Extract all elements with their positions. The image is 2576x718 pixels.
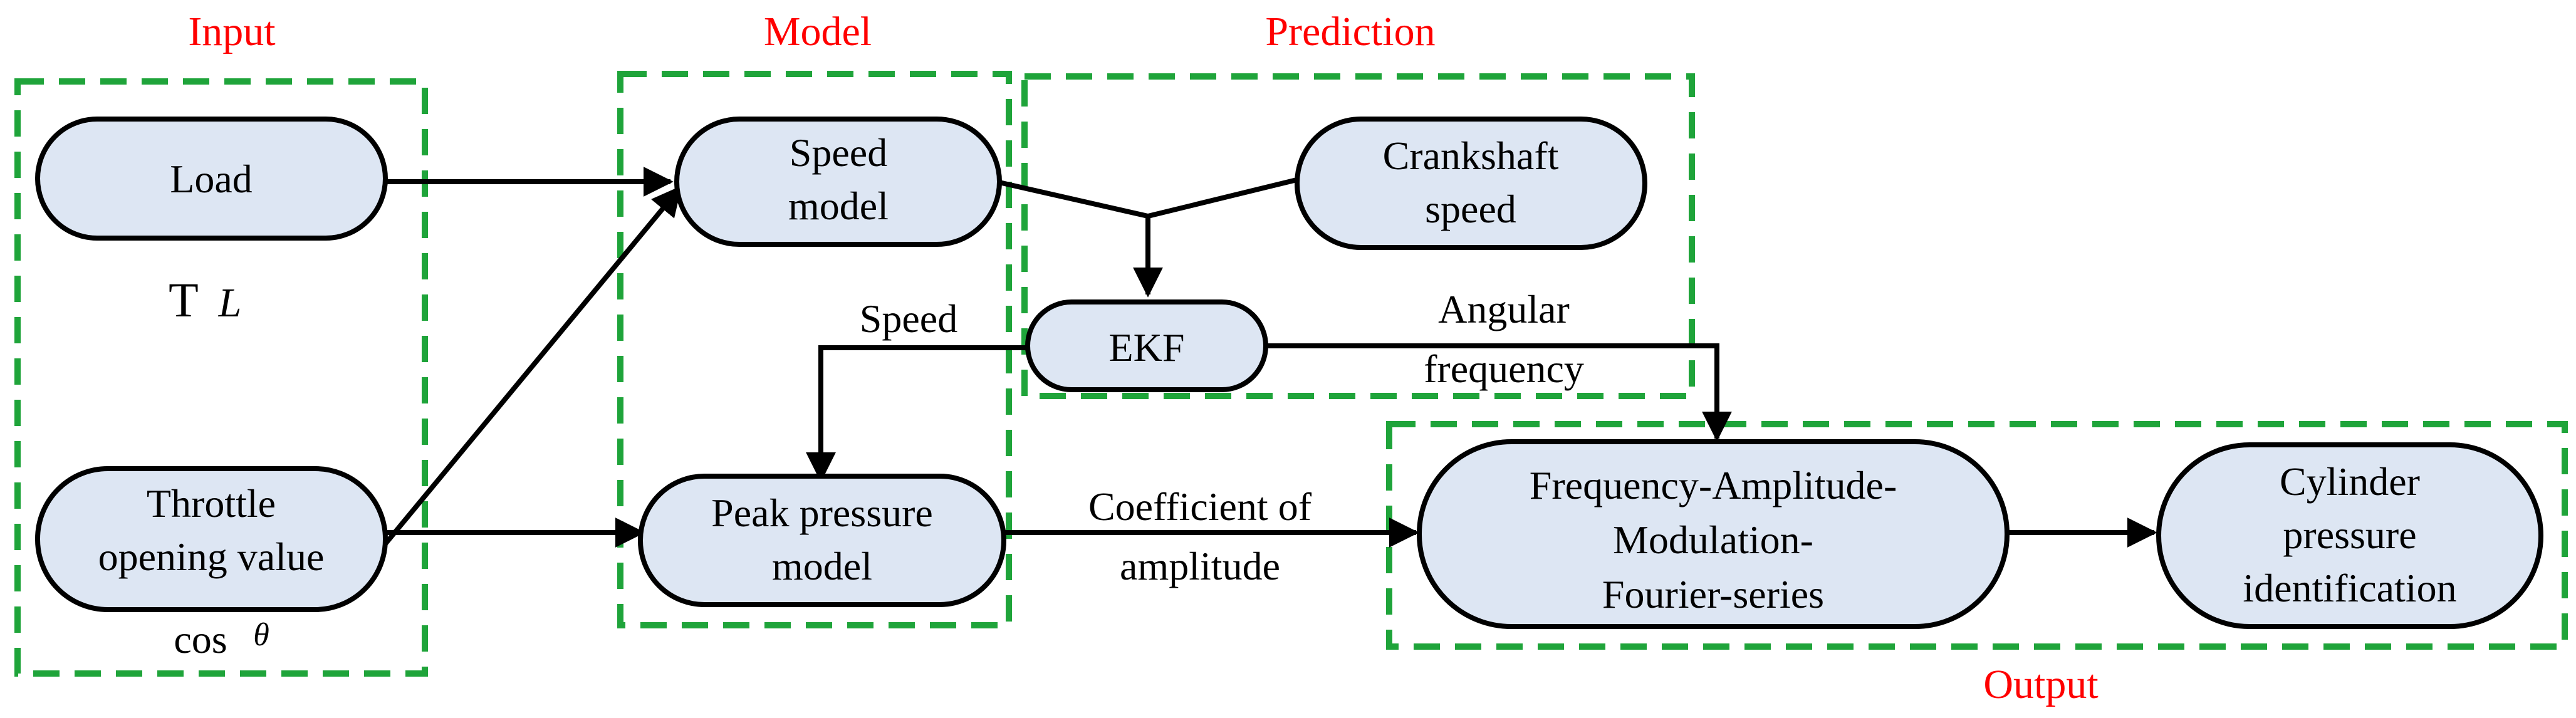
node-famf-box — [1417, 439, 2010, 629]
node-peak-pressure: Peak pressure model — [638, 474, 1006, 607]
group-output — [1386, 421, 2568, 650]
node-peak-pressure-line1: Peak pressure — [711, 491, 933, 535]
node-load-label: Load — [170, 157, 253, 201]
node-ekf: EKF — [1025, 299, 1268, 392]
node-ekf-label: EKF — [1109, 325, 1185, 370]
node-speed-model: Speed model — [674, 117, 1002, 247]
node-throttle-line1: Throttle — [147, 481, 276, 526]
edge-label-coefficient-line2: amplitude — [1120, 544, 1280, 588]
edge-label-coefficient-line1: Coefficient of — [1088, 484, 1312, 529]
node-throttle: Throttle opening value — [35, 466, 388, 612]
edge-speed-model-to-junction — [996, 179, 1149, 219]
node-speed-model-box — [674, 117, 1002, 247]
edge-crankshaft-to-junction — [1147, 174, 1310, 219]
section-title-prediction: Prediction — [1265, 9, 1435, 55]
node-famf: Frequency-Amplitude- Modulation- Fourier… — [1417, 439, 2010, 629]
node-famf-line1: Frequency-Amplitude- — [1530, 463, 1897, 507]
node-load: Load — [35, 117, 388, 241]
section-title-model: Model — [764, 9, 872, 55]
edge-throttle-to-speed-model — [383, 185, 682, 546]
node-throttle-box — [35, 466, 388, 612]
edge-ekf-to-peak-pressure — [806, 345, 1034, 482]
node-cylinder-box — [2156, 442, 2543, 629]
node-cylinder-line2: pressure — [2283, 512, 2416, 557]
node-crankshaft-speed-box — [1295, 117, 1647, 250]
throttle-symbol-theta: θ — [253, 617, 269, 653]
node-throttle-line2: opening value — [98, 534, 325, 579]
node-cylinder-line3: identification — [2243, 566, 2456, 610]
node-famf-line2: Modulation- — [1613, 518, 1813, 562]
group-input — [14, 78, 428, 677]
node-speed-model-line1: Speed — [790, 130, 887, 175]
edge-label-speed: Speed — [860, 296, 957, 341]
node-ekf-box — [1025, 299, 1268, 392]
node-crankshaft-speed-line1: Crankshaft — [1383, 133, 1559, 178]
edge-label-angular-line1: Angular — [1438, 287, 1570, 331]
node-peak-pressure-box — [638, 474, 1006, 607]
group-prediction — [1021, 73, 1695, 399]
node-crankshaft-speed: Crankshaft speed — [1295, 117, 1647, 250]
load-symbol-subscript: L — [218, 280, 242, 326]
node-speed-model-line2: model — [788, 184, 889, 228]
load-symbol-main: T — [169, 273, 199, 327]
node-famf-line3: Fourier-series — [1602, 572, 1824, 617]
node-peak-pressure-line2: model — [772, 544, 872, 588]
section-title-output: Output — [1983, 662, 2098, 707]
node-cylinder: Cylinder pressure identification — [2156, 442, 2543, 629]
edge-ekf-to-famf — [1266, 343, 1732, 442]
edge-label-angular-line2: frequency — [1424, 346, 1584, 391]
node-load-box — [35, 117, 388, 241]
section-title-input: Input — [188, 9, 275, 55]
load-symbol: T — [169, 273, 199, 327]
node-cylinder-line1: Cylinder — [2280, 459, 2420, 504]
throttle-symbol-main: cos — [174, 617, 227, 662]
node-crankshaft-speed-line2: speed — [1425, 187, 1516, 231]
